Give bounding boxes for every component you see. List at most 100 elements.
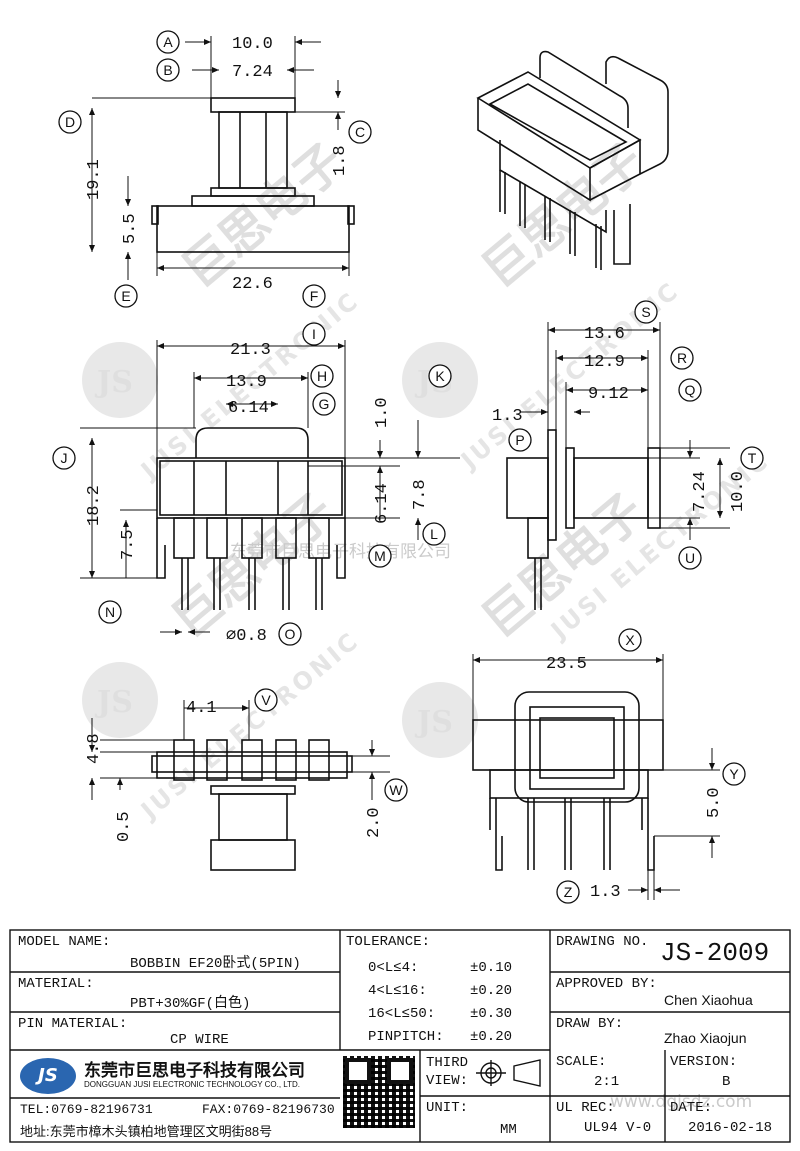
callout-bubble bbox=[98, 600, 122, 624]
callout-letter: F bbox=[310, 288, 319, 304]
callout-letter: U bbox=[685, 550, 695, 566]
company-name-cn: 东莞市巨思电子科技有限公司 bbox=[84, 1061, 305, 1080]
callout-bubble bbox=[58, 110, 82, 134]
dim-side-u: 7.24 bbox=[691, 471, 710, 512]
callout-bubble bbox=[312, 392, 336, 416]
callout-letter: A bbox=[163, 34, 173, 50]
dim-side-t: 10.0 bbox=[729, 471, 748, 512]
callout-bubble bbox=[348, 120, 372, 144]
callout-bubble bbox=[508, 428, 532, 452]
callout-bubble bbox=[428, 364, 452, 388]
callout-letter: G bbox=[319, 396, 330, 412]
callout-letter: R bbox=[677, 350, 687, 366]
title-block-grid bbox=[9, 929, 791, 1143]
callout-letter: D bbox=[65, 114, 75, 130]
callout-bubble bbox=[310, 364, 334, 388]
dim-top-base-width: 22.6 bbox=[232, 275, 273, 294]
dim-front-core: 7.8 bbox=[411, 479, 430, 510]
draw-by: Zhao Xiaojun bbox=[664, 1030, 747, 1046]
material-label: MATERIAL: bbox=[18, 976, 94, 992]
callout-bubble bbox=[302, 284, 326, 308]
company-address: 地址:东莞市樟木头镇柏地管理区文明街88号 bbox=[20, 1124, 273, 1139]
callout-letter: K bbox=[435, 368, 445, 384]
approved-by: Chen Xiaohua bbox=[664, 992, 753, 1008]
model-label: MODEL NAME: bbox=[18, 934, 111, 950]
pin-material-label: PIN MATERIAL: bbox=[18, 1016, 128, 1032]
dim-front-width: 21.3 bbox=[230, 341, 271, 360]
callout-letter: Z bbox=[564, 884, 573, 900]
tolerance-value-3: ±0.30 bbox=[470, 1006, 513, 1022]
callout-bubble bbox=[156, 58, 180, 82]
dimension-values: 10.0 7.24 19.1 1.8 5.5 22.6 21.3 13.9 6.… bbox=[85, 35, 748, 902]
version-value: B bbox=[722, 1074, 731, 1090]
company-logo: JS bbox=[20, 1058, 76, 1094]
callout-bubble bbox=[52, 446, 76, 470]
tolerance-range-3: 16<L≤50: bbox=[368, 1006, 436, 1022]
svg-text:JS: JS bbox=[94, 365, 133, 400]
date-label: DATE: bbox=[670, 1100, 713, 1116]
callout-bubble bbox=[114, 284, 138, 308]
dim-front-height: 18.2 bbox=[85, 485, 104, 526]
dim-pin-diameter: ⌀0.8 bbox=[226, 627, 267, 646]
svg-text:JS: JS bbox=[94, 685, 133, 720]
callout-letter: M bbox=[374, 548, 386, 564]
tolerance-range-2: 4<L≤16: bbox=[368, 983, 427, 999]
tolerance-value-1: ±0.10 bbox=[470, 960, 513, 976]
dim-side-p: 1.3 bbox=[492, 407, 523, 426]
callout-letter: I bbox=[312, 326, 316, 342]
callout-bubble bbox=[422, 522, 446, 546]
qr-code bbox=[343, 1056, 415, 1128]
draw-label: DRAW BY: bbox=[556, 1016, 624, 1032]
model-value: BOBBIN EF20卧式(5PIN) bbox=[130, 956, 301, 972]
company-fax: FAX:0769-82196730 bbox=[202, 1102, 335, 1117]
dim-rear-y: 5.0 bbox=[705, 787, 724, 818]
dim-bottom-gap: 0.5 bbox=[115, 811, 134, 842]
callout-letter: E bbox=[121, 288, 130, 304]
scale-label: SCALE: bbox=[556, 1054, 607, 1070]
dim-front-pin: 7.5 bbox=[119, 529, 138, 560]
dim-bottom-pitch: 4.1 bbox=[186, 699, 217, 718]
dim-top-width: 10.0 bbox=[232, 35, 273, 54]
drawing-no: JS-2009 bbox=[660, 938, 770, 968]
callout-bubble bbox=[254, 688, 278, 712]
unit-value: MM bbox=[500, 1122, 517, 1138]
callout-letter: P bbox=[515, 432, 524, 448]
callout-bubble bbox=[618, 628, 642, 652]
dim-front-top: 1.0 bbox=[373, 397, 392, 428]
dim-side-s: 13.6 bbox=[584, 325, 625, 344]
ul-label: UL REC: bbox=[556, 1100, 615, 1116]
callout-letter: J bbox=[61, 450, 68, 466]
callout-bubble bbox=[740, 446, 764, 470]
callout-letter: X bbox=[625, 632, 635, 648]
callout-bubble bbox=[384, 778, 408, 802]
callout-bubble bbox=[634, 300, 658, 324]
tolerance-range-4: PINPITCH: bbox=[368, 1029, 444, 1045]
svg-text:东莞市巨思电子科技有限公司: 东莞市巨思电子科技有限公司 bbox=[230, 542, 451, 562]
company-name-en: DONGGUAN JUSI ELECTRONIC TECHNOLOGY CO.,… bbox=[84, 1080, 301, 1089]
callout-letter: S bbox=[641, 304, 650, 320]
linework bbox=[151, 50, 669, 871]
callout-letter: Y bbox=[729, 766, 739, 782]
callout-bubble bbox=[302, 322, 326, 346]
tolerance-range-1: 0<L≤4: bbox=[368, 960, 419, 976]
dim-front-core2: 6.14 bbox=[373, 483, 392, 524]
dim-bottom-w: 2.0 bbox=[365, 807, 384, 838]
svg-text:JUSI ELECTRONIC: JUSI ELECTRONIC bbox=[134, 626, 365, 826]
callout-letter: Q bbox=[685, 382, 696, 398]
svg-text:巨思电子: 巨思电子 bbox=[472, 133, 655, 299]
dim-side-r: 12.9 bbox=[584, 353, 625, 372]
tolerance-value-4: ±0.20 bbox=[470, 1029, 513, 1045]
callout-bubble bbox=[678, 378, 702, 402]
tolerance-value-2: ±0.20 bbox=[470, 983, 513, 999]
svg-text:JS: JS bbox=[414, 705, 453, 740]
callout-letter: W bbox=[389, 782, 403, 798]
callout-bubble bbox=[556, 880, 580, 904]
ul-value: UL94 V-0 bbox=[584, 1120, 652, 1136]
dim-side-q: 9.12 bbox=[588, 385, 629, 404]
scale-value: 2:1 bbox=[594, 1074, 620, 1090]
dim-bottom-height: 4.8 bbox=[85, 733, 104, 764]
version-label: VERSION: bbox=[670, 1054, 738, 1070]
callout-letter: C bbox=[355, 124, 365, 140]
date-value: 2016-02-18 bbox=[688, 1120, 773, 1136]
